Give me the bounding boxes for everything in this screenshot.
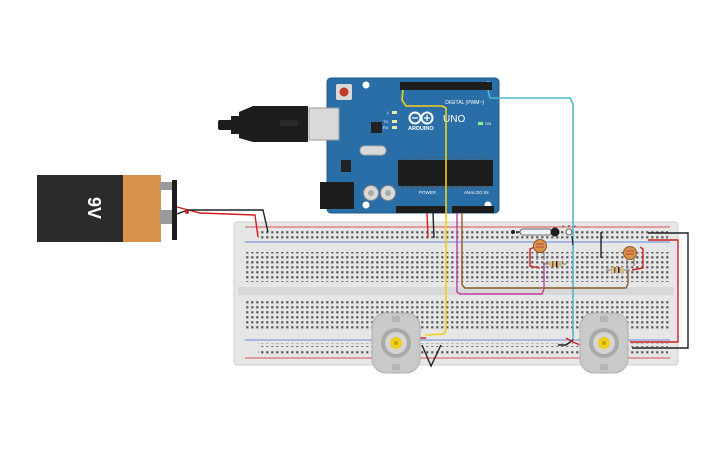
l-led xyxy=(392,111,397,114)
analog-header[interactable] xyxy=(452,206,494,213)
digital-header[interactable] xyxy=(400,82,492,90)
resistor-right[interactable] xyxy=(606,267,630,273)
wire-analog-magenta[interactable] xyxy=(456,213,545,295)
usb-port[interactable] xyxy=(308,107,340,141)
voltage-regulator xyxy=(341,160,351,172)
wire-digital-yellow[interactable] xyxy=(401,89,447,336)
wire-digital-cyan[interactable] xyxy=(487,89,574,340)
svg-text:L: L xyxy=(387,110,390,115)
crystal-oscillator xyxy=(359,145,387,156)
svg-text:RX: RX xyxy=(383,125,389,130)
power-header[interactable] xyxy=(396,206,446,213)
svg-text:TX: TX xyxy=(383,119,388,124)
power-led xyxy=(478,122,483,125)
led-component[interactable] xyxy=(511,227,560,237)
resistor-left[interactable] xyxy=(543,261,566,267)
wire-5v[interactable] xyxy=(426,212,429,239)
photoresistor-left[interactable] xyxy=(533,239,547,261)
usb-cable[interactable] xyxy=(218,106,308,142)
analog-label: ANALOG IN xyxy=(464,190,489,195)
wire-right-power[interactable] xyxy=(630,239,679,343)
brand-label: ARDUINO xyxy=(408,126,434,132)
wire-right-ground[interactable] xyxy=(632,232,689,349)
svg-text:ON: ON xyxy=(485,121,491,126)
usb-chip xyxy=(371,122,382,133)
digital-label: DIGITAL (PWM~) xyxy=(445,100,484,106)
wire-left-motor-leads[interactable] xyxy=(421,344,442,368)
battery-9v[interactable]: 9V xyxy=(37,175,177,242)
wire-ldr-power-left[interactable] xyxy=(529,246,541,269)
wire-right-motor-leads[interactable] xyxy=(558,339,574,346)
model-label: UNO xyxy=(443,114,465,125)
power-jack[interactable] xyxy=(320,182,354,209)
light-sensor-indicator xyxy=(561,225,577,236)
dc-motor-left[interactable] xyxy=(371,312,421,374)
rx-led xyxy=(392,126,397,129)
mounting-hole xyxy=(362,201,370,209)
power-label: POWER xyxy=(419,190,437,195)
wire-battery-negative[interactable] xyxy=(176,209,269,233)
dc-motor-right[interactable] xyxy=(579,312,629,374)
photoresistor-right[interactable] xyxy=(623,246,637,267)
wire-ldr-power[interactable] xyxy=(631,246,644,271)
breadboard[interactable] xyxy=(233,221,679,366)
battery-label: 9V xyxy=(84,197,104,219)
wire-analog-brown[interactable] xyxy=(461,213,629,289)
mounting-hole xyxy=(362,81,370,89)
battery-terminal xyxy=(160,182,172,190)
battery-terminal xyxy=(160,210,172,224)
wire-gnd[interactable] xyxy=(432,212,435,239)
battery-clip xyxy=(172,180,177,240)
arduino-uno-board[interactable]: DIGITAL (PWM~) ARDUINO UNO L TX RX ON xyxy=(308,77,500,214)
arduino-logo xyxy=(408,111,434,125)
tx-led xyxy=(392,120,397,123)
